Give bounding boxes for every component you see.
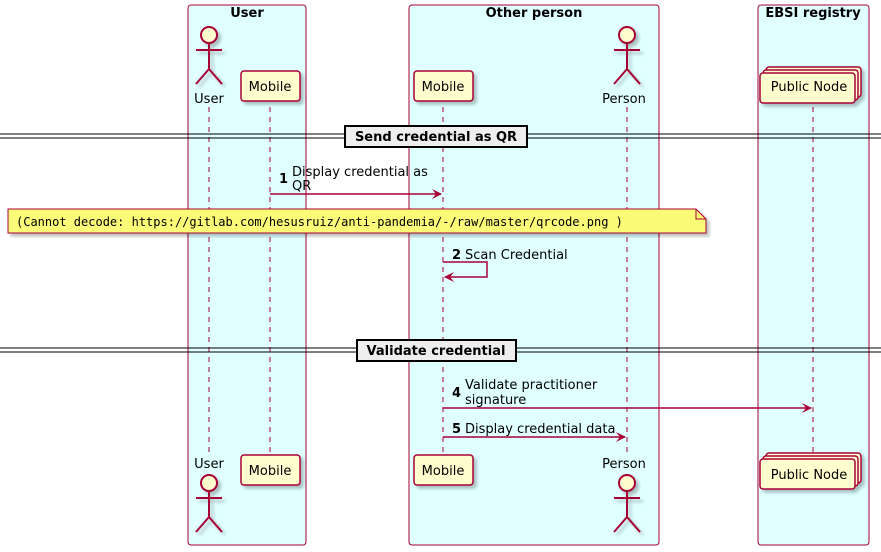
box-other-person-title: Other person	[486, 6, 583, 21]
participant-user-mobile-top: Mobile	[240, 70, 301, 102]
message-4: 4 Validate practitioner signature	[443, 378, 812, 413]
message-1-line2: QR	[292, 179, 311, 194]
message-2-number: 2	[452, 248, 461, 263]
message-5: 5 Display credential data	[443, 422, 626, 442]
participant-user-mobile-top-label: Mobile	[249, 80, 292, 95]
separator-send: Send credential as QR	[0, 125, 881, 148]
participant-public-node-top-label: Public Node	[771, 80, 848, 95]
separator-validate: Validate credential	[0, 339, 881, 362]
actor-user-top-label: User	[194, 92, 224, 107]
actor-person-top-label: Person	[602, 92, 646, 107]
participant-public-node-bottom-label: Public Node	[771, 468, 848, 483]
separator-validate-label: Validate credential	[367, 344, 506, 359]
note-text: (Cannot decode: https://gitlab.com/hesus…	[16, 215, 623, 229]
participant-public-node-bottom	[759, 452, 862, 490]
participant-user-mobile-bottom-label: Mobile	[249, 464, 292, 479]
actor-person-bottom-label: Person	[602, 457, 646, 472]
message-5-number: 5	[452, 422, 461, 437]
message-5-line1: Display credential data	[465, 422, 615, 437]
box-ebsi-registry: EBSI registry	[757, 4, 870, 546]
message-1-line1: Display credential as	[292, 165, 428, 180]
participant-other-mobile-bottom: Mobile	[413, 454, 474, 486]
actor-person-bottom	[613, 474, 641, 533]
actor-user-bottom	[195, 474, 223, 533]
note: (Cannot decode: https://gitlab.com/hesus…	[7, 208, 707, 234]
separator-send-label: Send credential as QR	[355, 130, 517, 145]
participant-other-mobile-bottom-label: Mobile	[422, 464, 465, 479]
message-4-line2: signature	[465, 393, 526, 408]
lifelines	[208, 107, 814, 457]
message-1: 1 Display credential as QR	[270, 165, 442, 199]
participant-other-mobile-top-label: Mobile	[422, 80, 465, 95]
message-2: 2 Scan Credential	[443, 248, 568, 282]
participant-other-mobile-top: Mobile	[413, 70, 474, 102]
actor-person-top	[613, 26, 641, 85]
actor-user-top	[195, 26, 223, 85]
message-1-number: 1	[279, 172, 288, 187]
message-4-number: 4	[452, 386, 461, 401]
box-user: User	[187, 4, 307, 546]
actor-user-bottom-label: User	[194, 457, 224, 472]
participant-user-mobile-bottom: Mobile	[240, 454, 301, 486]
box-user-title: User	[230, 6, 264, 21]
message-2-line1: Scan Credential	[465, 248, 568, 263]
message-4-line1: Validate practitioner	[465, 378, 598, 393]
box-ebsi-title: EBSI registry	[765, 6, 861, 21]
participant-public-node-top	[759, 66, 862, 104]
